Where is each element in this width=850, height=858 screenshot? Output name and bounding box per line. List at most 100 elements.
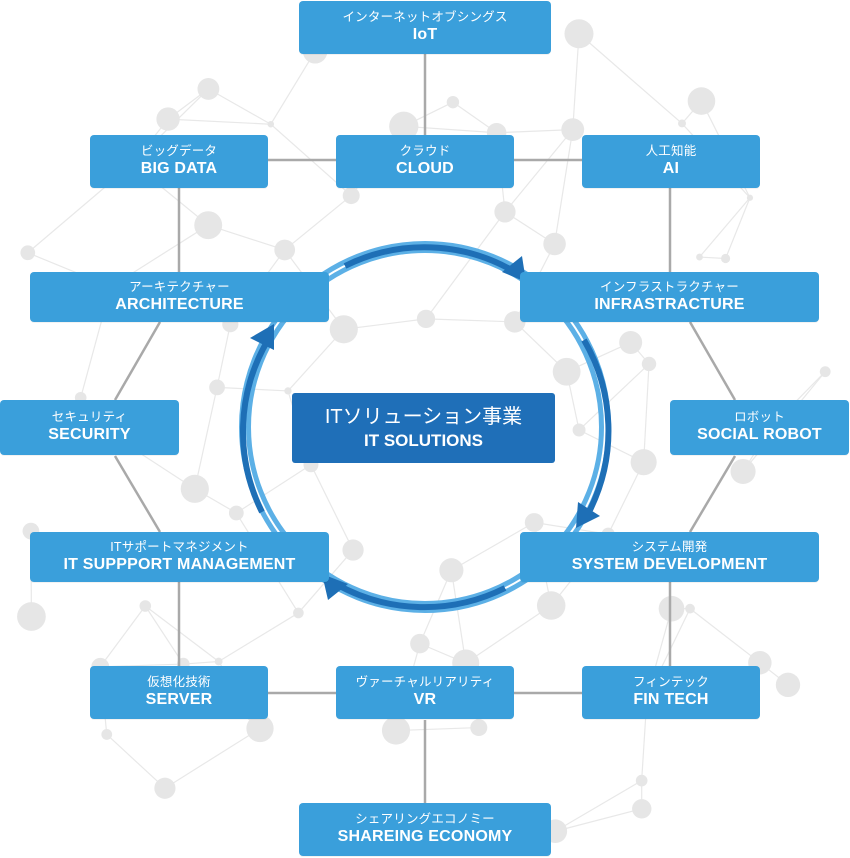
node-label-jp: システム開発 [631,539,708,554]
network-dot [819,366,831,378]
node-label-jp: インターネットオブシングス [342,10,508,24]
node-label-en: ARCHITECTURE [115,295,244,313]
node-sharing-economy: シェアリングエコノミー SHAREING ECONOMY [299,803,551,856]
network-dot [416,309,436,329]
node-label-en: VR [413,691,437,708]
network-line [425,318,515,323]
network-dot [746,194,754,201]
network-dot [342,539,364,561]
network-dot [329,315,358,344]
network-dot [619,330,643,354]
network-line [496,129,573,134]
connector-lines [113,54,737,803]
network-dot [197,77,220,100]
node-label-en: IT SUPPPORT MANAGEMENT [63,555,296,573]
network-dot [228,505,244,521]
node-label-en: CLOUD [396,160,454,177]
network-dot [446,95,460,109]
network-dot [267,120,275,128]
center-label-en: IT SOLUTIONS [364,431,483,450]
node-it-support: ITサポートマネジメント IT SUPPPORT MANAGEMENT [30,532,329,582]
node-label-en: SHAREING ECONOMY [337,828,513,845]
node-label-jp: インフラストラクチャー [600,279,739,294]
network-dot [180,474,209,503]
node-label-en: SERVER [145,691,213,708]
node-iot: インターネットオブシングス IoT [299,1,551,54]
network-dot [410,633,430,654]
node-system-development: システム開発 SYSTEM DEVELOPMENT [520,532,819,582]
network-dot [214,657,223,666]
node-ai: 人工知能 AI [582,135,760,188]
network-dot [721,253,731,264]
network-dot [630,449,657,476]
network-line [216,324,231,388]
network-line [99,605,146,668]
network-dot [17,602,46,631]
network-dot [154,777,176,799]
network-line [725,197,751,259]
network-line [554,780,642,832]
network-line [607,461,645,535]
center-label-jp: ITソリューション事業 [324,406,523,428]
network-dot [543,232,566,256]
network-dot [685,603,695,614]
network-dot [561,118,585,142]
node-label-jp: クラウド [399,144,451,158]
network-dot [342,187,360,205]
node-label-jp: ITサポートマネジメント [110,539,249,554]
network-dot [641,356,657,372]
network-line [168,118,271,125]
network-dot [194,211,223,240]
network-dot [20,245,36,261]
network-dot [564,19,594,49]
node-label-jp: シェアリングエコノミー [355,812,495,826]
network-line [504,129,574,213]
network-line [144,605,184,665]
node-label-en: SYSTEM DEVELOPMENT [571,555,768,573]
node-label-en: SOCIAL ROBOT [697,426,822,443]
node-label-jp: セキュリティ [51,410,128,424]
node-label-jp: ヴァーチャルリアリティ [355,675,495,689]
node-security: セキュリティ SECURITY [0,400,179,455]
network-line [144,605,220,662]
node-label-en: IoT [412,26,438,43]
network-dot [730,458,756,485]
node-label-en: SECURITY [48,426,131,443]
network-dot [552,357,581,386]
network-dot [687,87,716,115]
network-line [194,387,218,489]
network-dot [156,107,180,131]
network-line [270,50,316,125]
network-line [310,464,354,551]
node-label-en: FIN TECH [633,691,709,708]
network-dot [536,591,566,620]
network-line [236,464,312,514]
node-fin-tech: フィンテック FIN TECH [582,666,760,719]
network-dot [635,774,648,787]
network-dot [494,201,516,223]
node-label-en: AI [662,160,680,177]
node-label-jp: フィンテック [633,675,709,689]
network-dot [293,607,304,619]
network-line [208,88,272,125]
node-vr: ヴァーチャルリアリティ VR [336,666,514,719]
network-dot [572,423,586,437]
node-server: 仮想化技術 SERVER [90,666,268,719]
network-line [403,125,497,134]
network-line [689,608,761,664]
network-dot [524,513,544,532]
network-line [106,733,166,789]
network-line [578,33,683,124]
node-infrastructure: インフラストラクチャー INFRASTRACTURE [520,272,819,322]
network-line [643,363,650,463]
node-label-jp: 仮想化技術 [147,675,211,689]
network-line [572,33,580,130]
node-label-en: INFRASTRACTURE [594,295,745,313]
network-dot [470,719,488,737]
network-line [465,605,552,664]
network-dot [439,558,464,583]
network-line [578,363,650,431]
network-line [555,808,642,832]
cycle-arrow-icon [239,241,612,613]
node-label-jp: ロボット [734,410,785,424]
